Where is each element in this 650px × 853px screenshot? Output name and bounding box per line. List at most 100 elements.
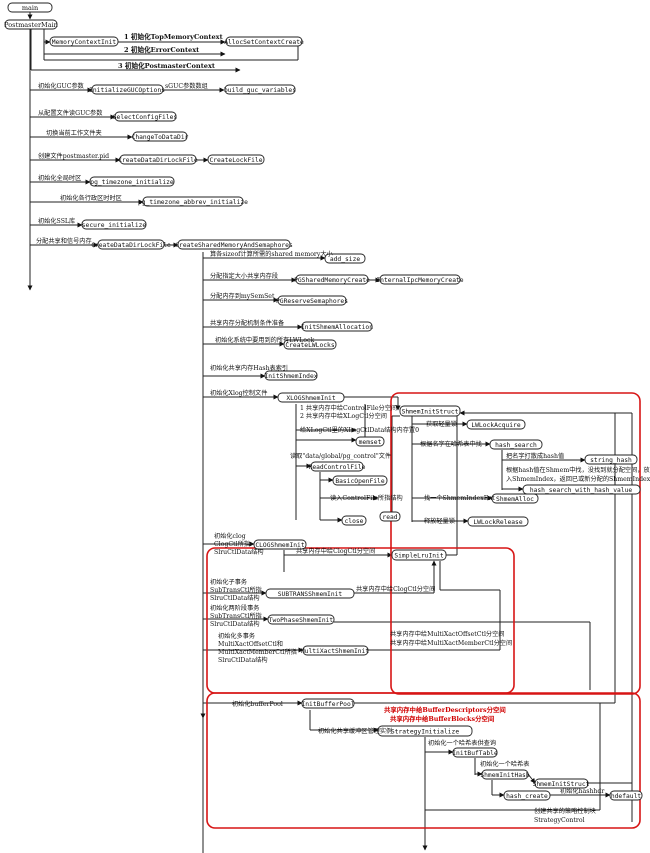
node-postmaster-main[interactable]: PostmasterMain	[4, 19, 58, 30]
node-create-data-dir-lock-file[interactable]: CreateDataDirLockFile	[118, 154, 198, 165]
node-two-phase-shmem-init[interactable]: TwoPhaseShmemInit	[267, 614, 335, 625]
node-lwlock-release-label: LWLockRelease	[473, 519, 522, 526]
node-initialize-guc-options[interactable]: InitializeGUCOptions	[89, 84, 165, 95]
node-init-shmem-index[interactable]: InitShmemIndex	[264, 370, 318, 381]
node-alloc-set-context-create[interactable]: AllocSetContextCreate	[224, 36, 304, 47]
node-shmem-init-hash[interactable]: ShmemInitHash	[480, 769, 530, 780]
node-read[interactable]: read	[379, 511, 401, 522]
node-internal-ipc-memory-create[interactable]: InternalIpcMemoryCreate	[376, 274, 464, 285]
node-close-label: close	[345, 518, 364, 525]
node-pg-timezone-initialize-label: pg_timezone_initialize	[90, 179, 174, 186]
node-shmem-init-struct-label: ShmemInitStruct	[402, 409, 459, 416]
label-init-multixact-1: 初始化多事务	[218, 632, 255, 640]
node-main-label: main	[22, 4, 38, 12]
label-init-hash-table: 初始化一个哈希表供查询	[428, 739, 496, 747]
node-subtrans-shmem-init[interactable]: SUBTRANSShmemInit	[265, 588, 355, 599]
node-string-hash[interactable]: string_hash	[584, 454, 638, 465]
node-secure-initialize[interactable]: secure_initialize	[81, 219, 147, 230]
node-clog-shmem-init-label: CLOGShmemInit	[255, 542, 304, 549]
label-hash-not-found-alloc-1: 根据hash值在Shmem中找，没找到就分配空间，放	[506, 466, 650, 474]
shared-memory-trunk	[200, 252, 381, 853]
node-build-guc-variables-label: build_guc_variables	[224, 87, 296, 94]
node-init-buf-table[interactable]: InitBufTable	[452, 747, 498, 758]
label-xlog-control-file-alloc: 1 共享内存中给ControlFile分空间	[300, 404, 397, 412]
label-init-subtrans-1: 初始化子事务	[210, 578, 247, 586]
node-memory-context-init[interactable]: MemoryContextInit	[49, 36, 119, 47]
label-init-xlog-files: 初始化Xlog控制文件	[210, 389, 267, 397]
label-init-shmem-hash-index: 初始化共享内存Hash表索引	[210, 364, 288, 372]
node-simple-lru-init[interactable]: SimpleLruInit	[391, 549, 447, 561]
node-hash-search[interactable]: hash_search	[489, 439, 543, 450]
node-init-shmem-allocation-label: InitShmemAllocation	[301, 324, 373, 331]
node-close[interactable]: close	[341, 515, 367, 526]
node-create-data-dir-lock-file-2[interactable]: CreateDataDirLockFile	[91, 239, 171, 250]
node-shmem-init-hash-label: ShmemInitHash	[480, 772, 529, 779]
label-shmem-alloc-prep: 共享内存分配机制条件准备	[210, 319, 285, 327]
slru-branch-lines	[283, 413, 591, 690]
node-init-shmem-allocation[interactable]: InitShmemAllocation	[301, 321, 373, 332]
node-create-shared-memory-label: CreateSharedMemoryAndSemaphores	[175, 242, 293, 249]
xlog-branch-lines	[295, 396, 401, 523]
label-init-clog-3: SlruCtlData结构	[214, 548, 264, 556]
node-strategy-initialize-label: StrategyInitialize	[391, 729, 459, 736]
node-create-shared-memory[interactable]: CreateSharedMemoryAndSemaphores	[175, 239, 293, 250]
node-create-data-dir-lock-file-2-label: CreateDataDirLockFile	[91, 242, 171, 249]
label-search-shmem-index-hash: 根据名字在哈希表中找	[420, 440, 482, 448]
node-basic-open-file[interactable]: BasicOpenFile	[332, 475, 388, 486]
node-lwlock-acquire[interactable]: LWLockAcquire	[466, 419, 526, 430]
node-initialize-guc-options-label: InitializeGUCOptions	[89, 87, 165, 94]
label-guc-param-array: sGUC参数数组	[165, 82, 208, 90]
label-find-entry-in-shmem-index: 找一个ShmemIndexEnt	[424, 494, 495, 502]
node-select-config-files[interactable]: SelectConfigFiles	[113, 111, 178, 122]
node-pg-timezone-abbrev-initialize-label: pg_timezone_abbrev_initialize	[138, 199, 248, 206]
highlight-box-shmem-init-struct	[390, 392, 641, 695]
label-init-timezone-abbrev: 初始化各行政区时时区	[60, 194, 122, 202]
node-build-guc-variables[interactable]: build_guc_variables	[224, 84, 296, 95]
label-init-guc-params: 初始化GUC参数	[38, 82, 85, 90]
node-init-buffer-pool[interactable]: InitBufferPool	[301, 698, 355, 709]
node-shmem-init-struct-2-label: ShmemInitStruct	[533, 781, 590, 788]
node-memset[interactable]: memset	[355, 436, 385, 447]
node-create-lwlocks[interactable]: CreateLWLocks	[283, 339, 337, 350]
node-pg-timezone-abbrev-initialize[interactable]: pg_timezone_abbrev_initialize	[138, 196, 248, 207]
node-hash-create[interactable]: hash_create	[503, 790, 551, 801]
node-pg-shared-memory-create[interactable]: PGSharedMemoryCreate	[294, 274, 370, 285]
label-init-multixact-3: MultiXactMemberCtl所指	[218, 648, 297, 656]
node-pg-shared-memory-create-label: PGSharedMemoryCreate	[294, 277, 370, 284]
label-buffer-descriptors-alloc: 共享内存中给BufferDescriptors分空间	[384, 705, 506, 714]
node-lwlock-release[interactable]: LWLockRelease	[467, 516, 529, 527]
node-string-hash-label: string_hash	[590, 457, 632, 464]
node-pg-timezone-initialize[interactable]: pg_timezone_initialize	[89, 176, 175, 187]
node-add-size[interactable]: add_size	[324, 253, 366, 264]
node-create-lock-file-1[interactable]: CreateLockFile	[207, 154, 265, 165]
label-create-strategy-control-1: 创建共享的策略控制块	[534, 807, 596, 815]
node-main[interactable]: main	[7, 2, 53, 13]
node-clog-shmem-init[interactable]: CLOGShmemInit	[253, 539, 307, 550]
node-multi-xact-shmem-init-label: MultiXactShmemInit	[301, 648, 369, 655]
node-multi-xact-shmem-init[interactable]: MultiXactShmemInit	[301, 645, 369, 656]
node-shmem-init-struct[interactable]: ShmemInitStruct	[399, 405, 461, 417]
label-init-postmaster-context: 3 初始化PostmasterContext	[118, 61, 216, 70]
node-strategy-initialize[interactable]: StrategyInitialize	[377, 725, 473, 737]
node-read-control-file[interactable]: ReadControlFile	[309, 461, 366, 472]
node-hdefault[interactable]: hdefault	[609, 790, 643, 801]
node-simple-lru-init-label: SimpleLruInit	[394, 553, 443, 560]
label-init-top-memory-context: 1 初始化TopMemoryContext	[124, 32, 224, 41]
shmem-init-struct-lines	[411, 410, 633, 822]
node-pg-reserve-semaphores[interactable]: PGReserveSemaphores	[276, 295, 348, 306]
label-clog-ctl-alloc: 共享内存中给ClogCtl分空间	[296, 547, 375, 555]
node-change-to-data-dir[interactable]: ChangeToDataDir	[132, 131, 189, 142]
edge-labels: 1 初始化TopMemoryContext 2 初始化ErrorContext …	[36, 32, 650, 824]
label-init-multixact-4: SlruCtlData结构	[218, 656, 268, 664]
label-init-two-phase: 初始化两阶段事务	[210, 604, 260, 612]
node-shmem-init-struct-2[interactable]: ShmemInitStruct	[533, 778, 590, 789]
label-init-subtrans-4: SubTransCtl所指	[210, 612, 262, 620]
node-shmem-alloc[interactable]: ShmemAlloc	[491, 493, 539, 504]
node-xlog-shmem-init[interactable]: XLOGShmemInit	[277, 392, 345, 403]
node-hash-search-label: hash_search	[495, 442, 537, 449]
label-compute-shared-memory-size: 算各sizeof计算所需的shared memory大小	[210, 250, 334, 258]
label-buffer-blocks-alloc: 共享内存中给BufferBlocks分空间	[390, 714, 494, 723]
label-init-subtrans-2: SubTransCtl所指	[210, 586, 262, 594]
node-hash-search-with-hash-value[interactable]: hash_search_with_hash_value	[522, 484, 641, 495]
label-clear-xlog-ctl-data: 给XLogCtl里的XLogCtlData结构内存置0	[300, 426, 419, 434]
